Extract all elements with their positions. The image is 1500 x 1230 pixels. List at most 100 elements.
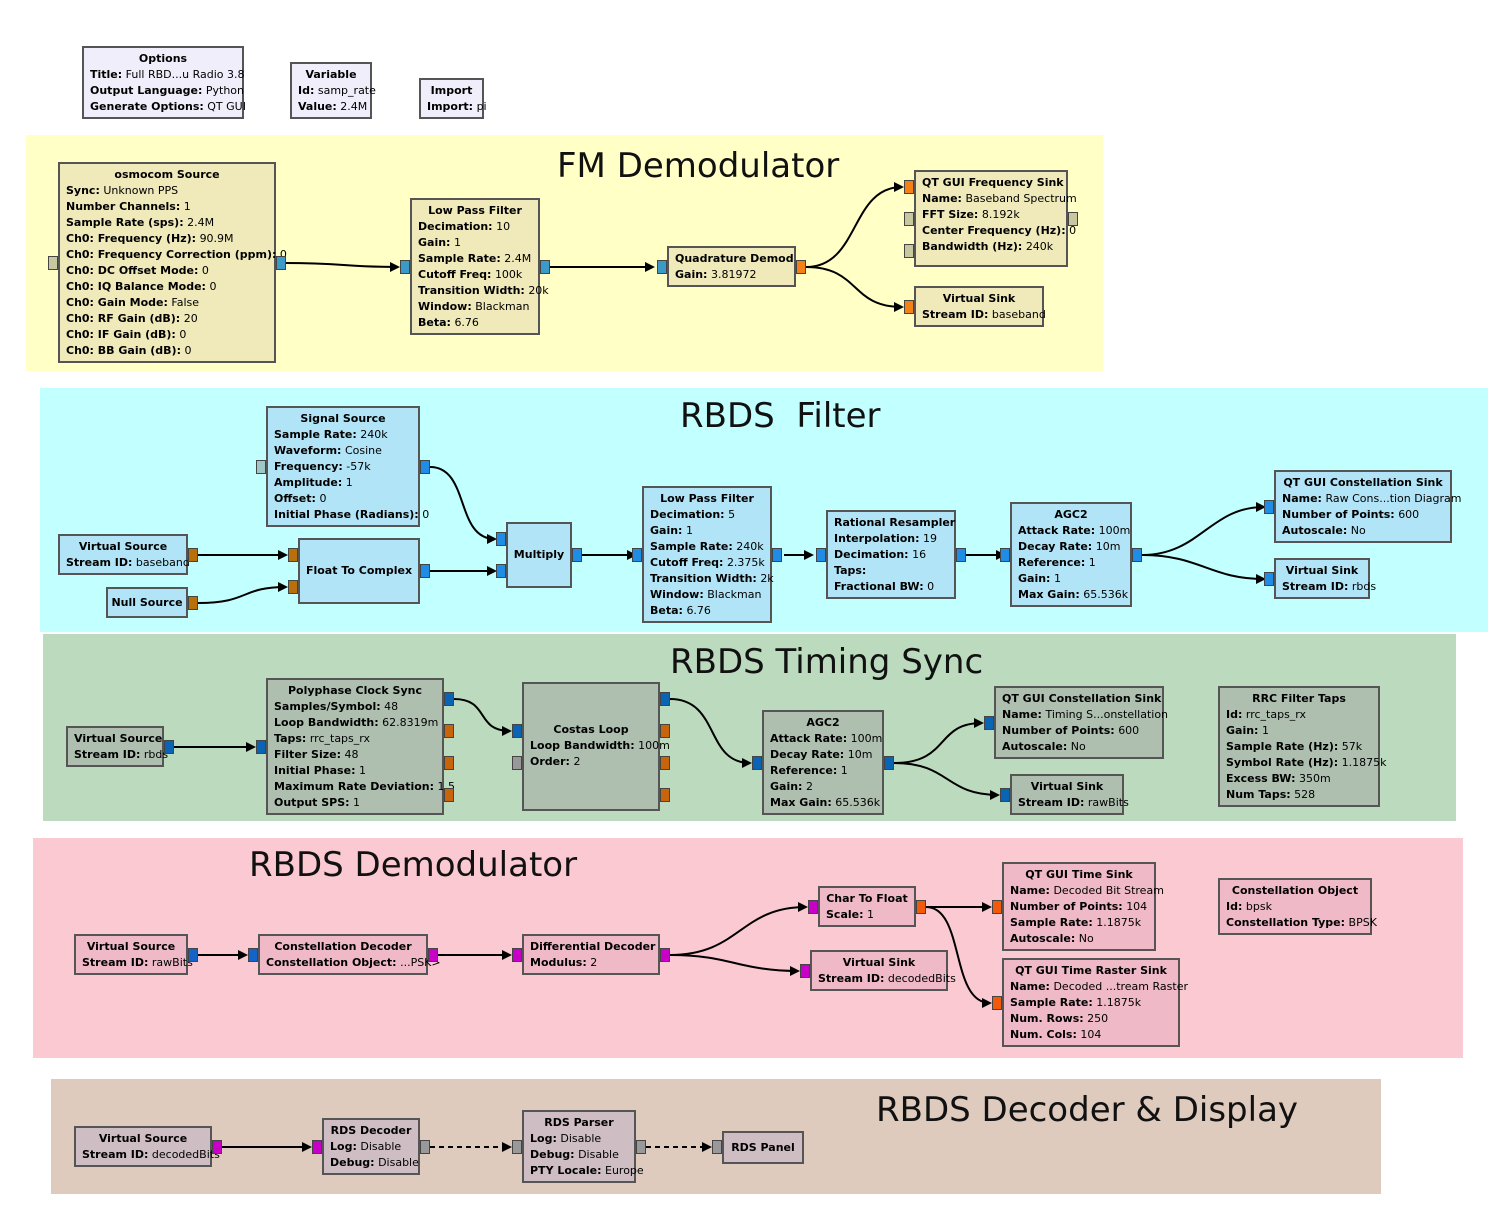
port-costas-out0[interactable]: [660, 692, 670, 706]
multiply-block[interactable]: Multiply: [506, 522, 572, 588]
port-diffdec-in[interactable]: [512, 948, 522, 962]
port-sigsrc-out[interactable]: [420, 460, 430, 474]
port-constdec-in[interactable]: [248, 948, 258, 962]
float-to-complex-block[interactable]: Float To Complex: [298, 538, 420, 604]
port-vsrc-baseband-out[interactable]: [188, 548, 198, 562]
port-rdsparser-out[interactable]: [636, 1140, 646, 1154]
port-resampler-in[interactable]: [816, 548, 826, 562]
port-costas-out2[interactable]: [660, 756, 670, 770]
port-c2f-in[interactable]: [808, 900, 818, 914]
port-diffdec-out[interactable]: [660, 948, 670, 962]
port-costas-in[interactable]: [512, 724, 522, 738]
port-vsink-baseband-in[interactable]: [904, 300, 914, 314]
port-agc2a-in[interactable]: [1000, 548, 1010, 562]
port-rdsdec-out[interactable]: [420, 1140, 430, 1154]
port-lpf-in[interactable]: [400, 260, 410, 274]
port-f2c-in-re[interactable]: [288, 548, 298, 562]
port-costas-msg-in[interactable]: [512, 756, 522, 770]
port-f2c-out[interactable]: [420, 564, 430, 578]
port-rdspanel-in[interactable]: [712, 1140, 722, 1154]
port-osmocom-out[interactable]: [276, 256, 286, 270]
port-lpf2-out[interactable]: [772, 548, 782, 562]
port-rastersink-in[interactable]: [992, 996, 1002, 1010]
port-null-out[interactable]: [188, 596, 198, 610]
port-osmocom-in[interactable]: [48, 256, 58, 270]
port-resampler-out[interactable]: [956, 548, 966, 562]
port-agc2b-out[interactable]: [884, 756, 894, 770]
port-freqsink-out[interactable]: [1068, 212, 1078, 226]
port-costas-out3[interactable]: [660, 788, 670, 802]
port-quad-out[interactable]: [796, 260, 806, 274]
port-pfb-out1[interactable]: [444, 724, 454, 738]
port-multiply-in0[interactable]: [496, 532, 506, 546]
port-sigsrc-in[interactable]: [256, 460, 266, 474]
port-vsink-rawbits-in[interactable]: [1000, 788, 1010, 802]
port-pfb-out3[interactable]: [444, 788, 454, 802]
port-freqsink-in[interactable]: [904, 180, 914, 194]
port-pfb-in[interactable]: [256, 740, 266, 754]
port-freqsink-freq-in[interactable]: [904, 212, 914, 226]
port-multiply-in1[interactable]: [496, 564, 506, 578]
port-pfb-out0[interactable]: [444, 692, 454, 706]
port-lpf2-in[interactable]: [632, 548, 642, 562]
port-vsrc-decoded-out[interactable]: [212, 1140, 222, 1154]
port-timesink-in[interactable]: [992, 900, 1002, 914]
port-vsink-decoded-in[interactable]: [800, 964, 810, 978]
port-vsrc-rawbits-out[interactable]: [188, 948, 198, 962]
port-multiply-out[interactable]: [572, 548, 582, 562]
port-freqsink-bw-in[interactable]: [904, 244, 914, 258]
port-f2c-in-im[interactable]: [288, 580, 298, 594]
rds-panel-block[interactable]: RDS Panel: [722, 1131, 804, 1164]
port-quad-in[interactable]: [657, 260, 667, 274]
port-agc2a-out[interactable]: [1132, 548, 1142, 562]
port-rdsdec-in[interactable]: [312, 1140, 322, 1154]
port-vsink-rbds-in[interactable]: [1264, 572, 1274, 586]
port-pfb-out2[interactable]: [444, 756, 454, 770]
block-param: Gain: 1: [650, 523, 764, 539]
port-lpf-out[interactable]: [540, 260, 550, 274]
port-constdec-out[interactable]: [428, 948, 438, 962]
block-title: Float To Complex: [305, 564, 413, 577]
null-source-block[interactable]: Null Source: [106, 587, 188, 618]
port-c2f-out[interactable]: [916, 900, 926, 914]
port-vsrc-rbds-out[interactable]: [164, 740, 174, 754]
port-constsink1-in[interactable]: [1264, 500, 1274, 514]
port-costas-out1[interactable]: [660, 724, 670, 738]
port-agc2b-in[interactable]: [752, 756, 762, 770]
port-constsink2-in[interactable]: [984, 716, 994, 730]
port-rdsparser-in[interactable]: [512, 1140, 522, 1154]
